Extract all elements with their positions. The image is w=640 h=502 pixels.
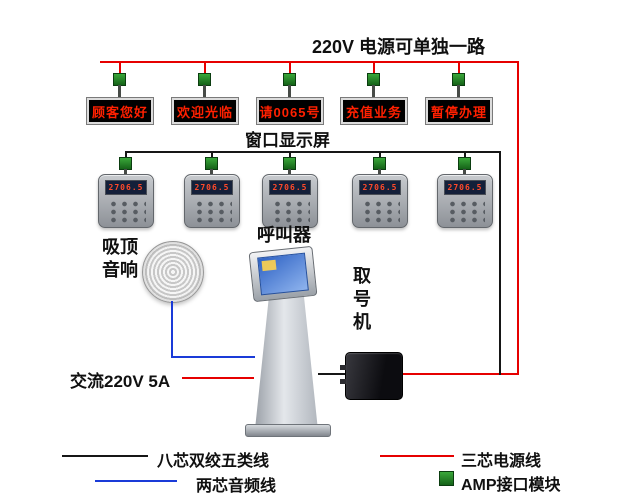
caller-screen-value: 2706.5 xyxy=(108,183,144,192)
data-drop-line xyxy=(379,151,381,157)
data-drop-line xyxy=(125,151,127,157)
caller-screen-value: 2706.5 xyxy=(447,183,483,192)
ceiling-speaker xyxy=(142,241,204,303)
caller-device: 2706.5 xyxy=(184,174,240,228)
led-display-text: 欢迎光临 xyxy=(176,104,233,120)
kiosk-body xyxy=(255,293,318,427)
caller-screen: 2706.5 xyxy=(444,180,486,195)
legend-amp-label: AMP接口模块 xyxy=(461,477,561,494)
caller-device: 2706.5 xyxy=(98,174,154,228)
data-drop-line xyxy=(211,151,213,157)
amp-interface-module-icon xyxy=(113,73,126,97)
legend-amp-module-icon xyxy=(439,471,454,486)
caller-screen: 2706.5 xyxy=(191,180,233,195)
caller-device: 2706.5 xyxy=(352,174,408,228)
data-drop-line xyxy=(289,151,291,157)
power-right-line xyxy=(517,61,519,375)
led-display-text: 请0065号 xyxy=(259,104,321,120)
amp-interface-module-icon xyxy=(373,157,386,174)
caller-screen-value: 2706.5 xyxy=(362,183,398,192)
legend-cat5-label: 八芯双绞五类线 xyxy=(157,453,270,470)
amp-interface-module-icon xyxy=(367,73,380,97)
window-led-display: 顾客您好 xyxy=(86,97,154,125)
power-drop-line xyxy=(204,61,206,73)
kiosk-amp-line xyxy=(318,373,345,375)
audio-line-vertical xyxy=(171,301,173,358)
kiosk-label: 取号机 xyxy=(351,266,371,335)
data-bus-line xyxy=(125,151,501,153)
amplifier-box xyxy=(340,352,403,400)
led-display-text: 暂停办理 xyxy=(430,104,487,120)
legend-audio-line xyxy=(95,480,177,482)
kiosk-head xyxy=(248,245,318,303)
legend-power-line xyxy=(380,455,454,457)
led-display-text: 顾客您好 xyxy=(91,104,148,120)
power-note-label: 220V 电源可单独一路 xyxy=(312,37,486,57)
data-drop-line xyxy=(464,151,466,157)
caller-screen-value: 2706.5 xyxy=(194,183,230,192)
amp-interface-module-icon xyxy=(452,73,465,97)
amp-interface-module-icon xyxy=(283,157,296,174)
amp-interface-module-icon xyxy=(198,73,211,97)
audio-line-horizontal xyxy=(171,356,255,358)
legend-power-label: 三芯电源线 xyxy=(461,453,542,470)
caller-label: 呼叫器 xyxy=(257,225,311,245)
amp-interface-module-icon xyxy=(119,157,132,174)
caller-screen: 2706.5 xyxy=(105,180,147,195)
caller-device: 2706.5 xyxy=(262,174,318,228)
window-led-display: 充值业务 xyxy=(340,97,408,125)
caller-keypad xyxy=(192,199,232,225)
amp-power-line xyxy=(401,373,519,375)
power-drop-line xyxy=(119,61,121,73)
caller-keypad xyxy=(360,199,400,225)
window-display-label: 窗口显示屏 xyxy=(245,131,330,150)
amp-interface-module-icon xyxy=(205,157,218,174)
data-right-line xyxy=(499,151,501,375)
caller-keypad xyxy=(270,199,310,225)
window-led-display: 请0065号 xyxy=(256,97,324,125)
power-bus-line xyxy=(100,61,519,63)
caller-screen: 2706.5 xyxy=(359,180,401,195)
window-led-display: 暂停办理 xyxy=(425,97,493,125)
power-drop-line xyxy=(458,61,460,73)
window-led-display: 欢迎光临 xyxy=(171,97,239,125)
ceiling-speaker-label: 吸顶 音响 xyxy=(102,237,138,280)
amp-interface-module-icon xyxy=(283,73,296,97)
power-drop-line xyxy=(373,61,375,73)
kiosk-base xyxy=(245,424,331,437)
caller-device: 2706.5 xyxy=(437,174,493,228)
power-drop-line xyxy=(289,61,291,73)
caller-screen-value: 2706.5 xyxy=(272,183,308,192)
ac-power-label: 交流220V 5A xyxy=(70,372,171,391)
caller-keypad xyxy=(106,199,146,225)
ac-power-line xyxy=(182,377,254,379)
caller-screen: 2706.5 xyxy=(269,180,311,195)
legend-audio-label: 两芯音频线 xyxy=(196,478,277,495)
caller-keypad xyxy=(445,199,485,225)
led-display-text: 充值业务 xyxy=(345,104,402,120)
kiosk-screen xyxy=(257,252,309,296)
amp-interface-module-icon xyxy=(458,157,471,174)
legend-cat5-line xyxy=(62,455,148,457)
